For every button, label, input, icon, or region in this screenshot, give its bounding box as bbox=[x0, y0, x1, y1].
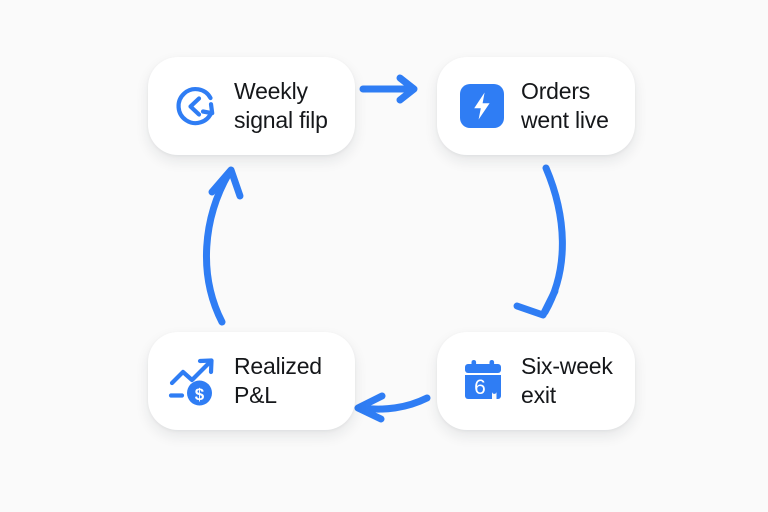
node-label: Orders went live bbox=[521, 77, 609, 133]
dollar-sign-glyph: $ bbox=[195, 385, 205, 404]
node-label: Realized P&L bbox=[234, 352, 322, 408]
arrow-right-down bbox=[513, 164, 566, 319]
arrow-left-up bbox=[203, 166, 244, 326]
node-label: Six-week exit bbox=[521, 352, 613, 408]
lightning-bolt-icon bbox=[459, 83, 505, 129]
arrow-top-to-right bbox=[359, 74, 418, 104]
calendar-day-number: 6 bbox=[474, 376, 486, 399]
calendar-six-icon: 6 bbox=[459, 357, 507, 405]
refresh-back-icon bbox=[170, 80, 222, 132]
node-card-six-week-exit[interactable]: 6 Six-week exit bbox=[437, 332, 635, 430]
arrow-bottom-to-left bbox=[354, 392, 431, 423]
trend-up-dollar-icon: $ bbox=[166, 354, 224, 408]
node-card-weekly-signal-flip[interactable]: Weekly signal filp bbox=[148, 57, 355, 155]
node-card-realized-pl[interactable]: $ Realized P&L bbox=[148, 332, 355, 430]
node-label: Weekly signal filp bbox=[234, 77, 328, 133]
node-card-orders-went-live[interactable]: Orders went live bbox=[437, 57, 635, 155]
